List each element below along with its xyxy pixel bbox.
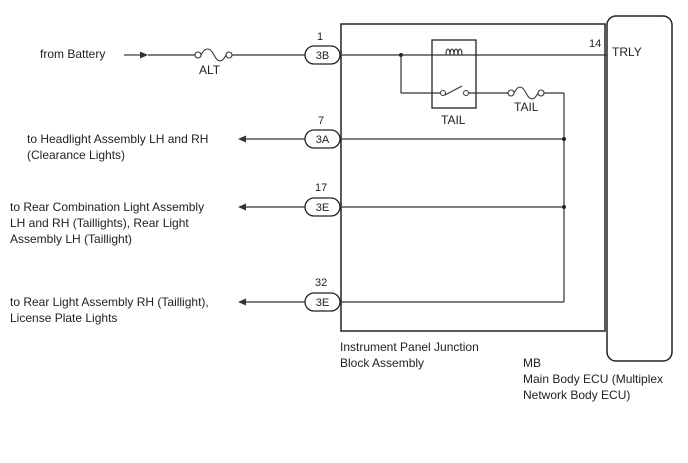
junction-block-name-1: Instrument Panel Junction [340,340,479,354]
junction-block-box [340,23,606,332]
rear-combination-label-1: to Rear Combination Light Assembly [10,200,204,214]
headlight-label-1: to Headlight Assembly LH and RH [27,132,208,146]
tail-relay-label: TAIL [441,113,466,127]
ecu-code: MB [523,356,541,370]
tail-fuse-label: TAIL [514,100,539,114]
connector-pin-32: 32 [315,277,327,289]
headlight-label-2: (Clearance Lights) [27,148,125,162]
connector-3b-label: 3B [316,50,329,62]
connector-3e-32-label: 3E [316,297,329,309]
tail-relay-box [431,39,477,109]
alt-fuse-label: ALT [199,63,221,77]
connector-3e-17-label: 3E [316,202,329,214]
relay-coil-icon [445,48,463,56]
rear-combination-label-3: Assembly LH (Taillight) [10,232,132,246]
rear-light-rh-label-2: License Plate Lights [10,311,117,325]
junction-dot-3a [562,137,566,141]
ecu-trly-label: TRLY [612,45,642,59]
connector-pin-1: 1 [317,31,323,43]
battery-label: from Battery [40,47,105,61]
junction-block-name-2: Block Assembly [340,356,424,370]
connector-3a-label: 3A [316,134,330,146]
rear-combination-arrow [238,203,246,211]
headlight-arrow [238,135,246,143]
battery-arrow [140,51,148,59]
rear-light-rh-arrow [238,298,246,306]
relay-switch-icon [440,85,469,96]
rear-light-rh-label-1: to Rear Light Assembly RH (Taillight), [10,295,209,309]
rear-combination-label-2: LH and RH (Taillights), Rear Light [10,216,189,230]
ecu-pin-14: 14 [589,38,601,50]
ecu-name-2: Network Body ECU) [523,388,630,402]
connector-pin-7: 7 [318,115,324,127]
ecu-box [606,15,673,362]
connector-pin-17: 17 [315,182,327,194]
tail-fuse [507,86,545,100]
alt-fuse [194,48,233,62]
junction-dot-3e-17 [562,205,566,209]
ecu-name-1: Main Body ECU (Multiplex [523,372,663,386]
